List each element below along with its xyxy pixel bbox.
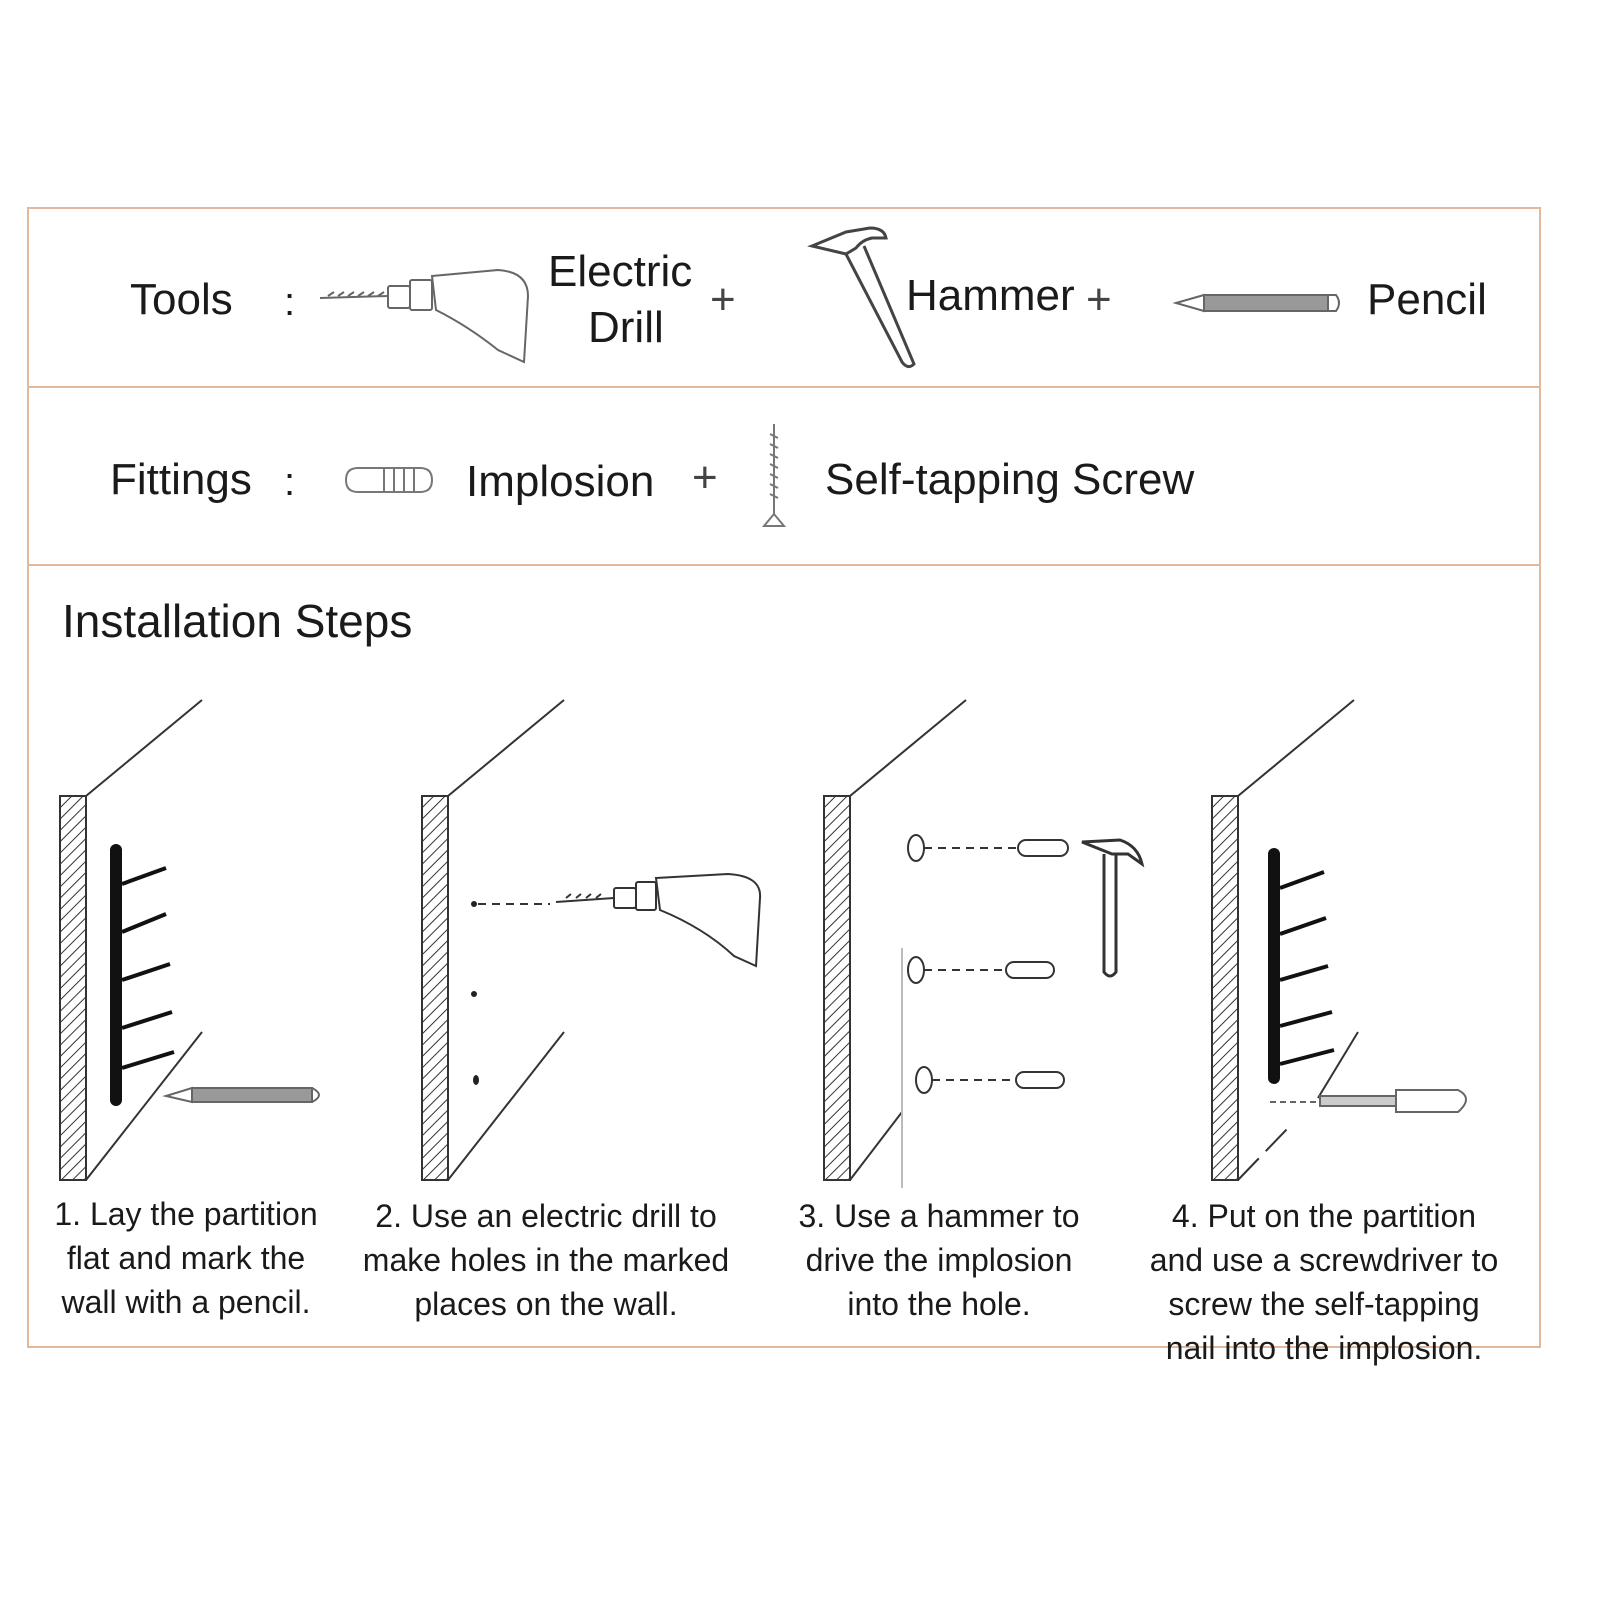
- pencil-label: Pencil: [1367, 275, 1487, 324]
- hammer-icon: [807, 226, 916, 369]
- implosion-label: Implosion: [466, 457, 655, 506]
- divider-tools-fittings: [27, 386, 1541, 388]
- step-4-illustration: [1211, 699, 1467, 1181]
- fittings-label: Fittings: [110, 455, 252, 504]
- step-3-caption: 3. Use a hammer to drive the implosion i…: [798, 1198, 1080, 1322]
- divider-fittings-steps: [27, 564, 1541, 566]
- step-2-illustration: [421, 699, 762, 1181]
- screw-icon: [761, 424, 787, 527]
- step-4-caption: 4. Put on the partition and use a screwd…: [1149, 1198, 1499, 1366]
- fittings-colon: :: [284, 460, 296, 504]
- plus-sign-3: +: [692, 453, 718, 502]
- step-2-caption: 2. Use an electric drill to make holes i…: [362, 1198, 730, 1322]
- drill-label-line1: Electric: [548, 247, 693, 296]
- plus-sign-2: +: [1086, 275, 1112, 324]
- drill-icon: [319, 268, 530, 364]
- implosion-anchor-icon: [344, 467, 434, 493]
- step-1-caption: 1. Lay the partition flat and mark the w…: [54, 1196, 318, 1320]
- step-1-illustration: [59, 699, 320, 1181]
- instruction-panel: [27, 207, 1541, 1348]
- installation-steps-heading: Installation Steps: [62, 595, 413, 647]
- tools-colon: :: [284, 280, 296, 324]
- plus-sign-1: +: [710, 275, 736, 324]
- screw-label: Self-tapping Screw: [825, 455, 1195, 504]
- hammer-label: Hammer: [906, 271, 1075, 320]
- step-3-illustration: [823, 699, 1145, 1188]
- drill-label-line2: Drill: [588, 303, 664, 352]
- tools-label: Tools: [130, 275, 233, 324]
- pencil-icon: [1172, 293, 1340, 313]
